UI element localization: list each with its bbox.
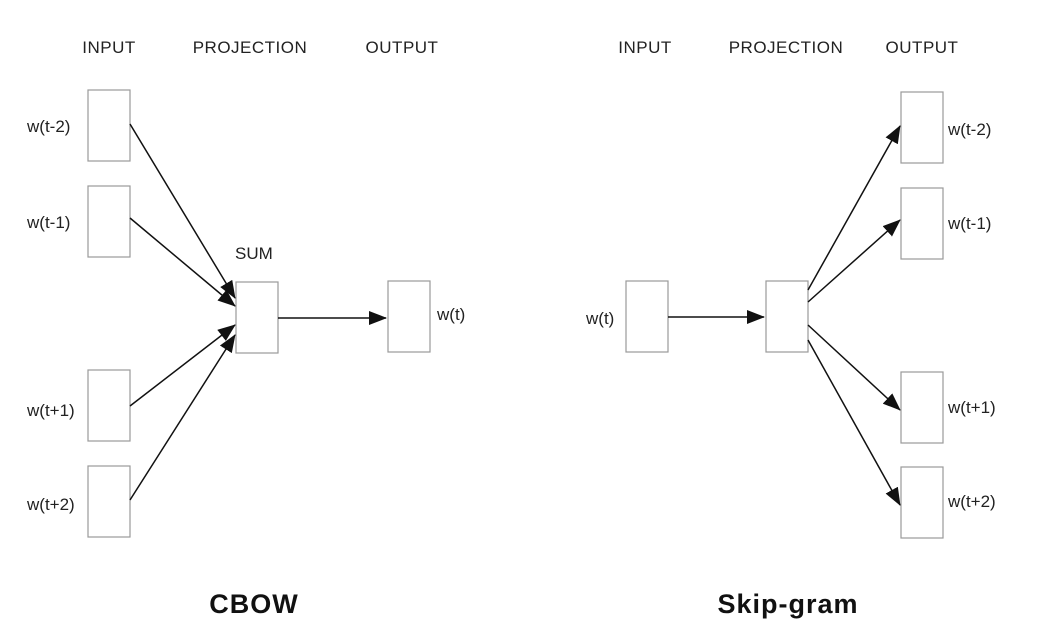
- cbow-arrow-1: [129, 123, 236, 299]
- skipgram-output-label-2: w(t-1): [948, 214, 992, 233]
- cbow-input-box-4: [87, 465, 131, 538]
- cbow-arrow-2: [129, 217, 236, 307]
- cbow-input-label-2: w(t-1): [27, 213, 71, 232]
- cbow-sum-label: SUM: [235, 244, 273, 263]
- skipgram-input-box: [625, 280, 669, 353]
- skipgram-title: Skip-gram: [717, 589, 859, 619]
- cbow-title: CBOW: [209, 589, 299, 619]
- cbow-arrow-4: [129, 334, 236, 501]
- skipgram-arrow-2: [807, 219, 901, 303]
- cbow-input-box-1: [87, 89, 131, 162]
- cbow-header-input: INPUT: [82, 38, 136, 57]
- cbow-input-label-1: w(t-2): [27, 117, 71, 136]
- skipgram-output-box-3: [900, 371, 944, 444]
- skipgram-output-box-2: [900, 187, 944, 260]
- cbow-input-label-3: w(t+1): [27, 401, 75, 420]
- skipgram-arrow-3: [807, 324, 901, 411]
- skipgram-arrow-1: [807, 125, 901, 291]
- skipgram-output-box-4: [900, 466, 944, 539]
- cbow-header-output: OUTPUT: [365, 38, 439, 57]
- skipgram-output-label-3: w(t+1): [948, 398, 996, 417]
- cbow-input-box-2: [87, 185, 131, 258]
- skipgram-output-label-1: w(t-2): [948, 120, 992, 139]
- skipgram-header-input: INPUT: [618, 38, 672, 57]
- cbow-input-label-4: w(t+2): [27, 495, 75, 514]
- skipgram-header-output: OUTPUT: [885, 38, 959, 57]
- cbow-header-projection: PROJECTION: [192, 38, 308, 57]
- skipgram-output-label-4: w(t+2): [948, 492, 996, 511]
- skipgram-output-box-1: [900, 91, 944, 164]
- skipgram-arrow-4: [807, 339, 901, 506]
- skipgram-input-label: w(t): [586, 309, 615, 328]
- cbow-input-box-3: [87, 369, 131, 442]
- cbow-output-label: w(t): [437, 305, 466, 324]
- cbow-projection-box: [235, 281, 279, 354]
- skipgram-projection-box: [765, 280, 809, 353]
- skipgram-header-projection: PROJECTION: [728, 38, 844, 57]
- cbow-output-box: [387, 280, 431, 353]
- cbow-arrow-3: [129, 324, 236, 407]
